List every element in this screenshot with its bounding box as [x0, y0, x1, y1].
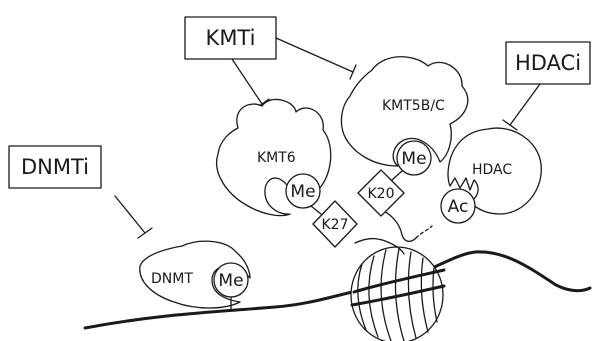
- hdac-enzyme: HDAC: [447, 127, 542, 215]
- ac-hdac-label: Ac: [448, 197, 469, 217]
- kmt5bc-label: KMT5B/C: [382, 98, 445, 114]
- dnmt-label: DNMT: [151, 271, 193, 287]
- k27-label: K27: [322, 217, 349, 233]
- me-dnmt-label: Me: [218, 271, 243, 291]
- kmt6-me-link: [310, 205, 322, 215]
- dnmt-enzyme: DNMT: [139, 240, 251, 309]
- nucleosome: [350, 246, 446, 341]
- kmti-to-kmt5-inhibition: [275, 37, 357, 80]
- kmt5-me-link: [391, 170, 403, 181]
- k20-residue: K20: [357, 169, 405, 217]
- dnmti-to-dnmt-inhibition: [114, 195, 153, 239]
- histone-tail-k27: [354, 237, 405, 255]
- kmti-label: KMTi: [206, 26, 256, 50]
- kmt6-label: KMT6: [257, 150, 296, 166]
- kmti-to-kmt6-inhibition: [231, 58, 270, 110]
- k27-residue: K27: [312, 200, 358, 248]
- me-mark-kmt5: Me: [396, 140, 432, 176]
- dnmti-label: DNMTi: [21, 155, 89, 179]
- kmti-box: KMTi: [184, 16, 277, 60]
- histone-tail-dotted: [415, 225, 433, 239]
- me-mark-kmt6: Me: [285, 173, 321, 209]
- kmt5bc-enzyme: KMT5B/C: [340, 56, 469, 167]
- dnmti-box: DNMTi: [8, 145, 102, 189]
- ac-mark-hdac: Ac: [440, 188, 476, 224]
- me-kmt5-label: Me: [401, 149, 426, 169]
- hdaci-box: HDACi: [505, 41, 591, 85]
- me-mark-dnmt: Me: [213, 262, 249, 298]
- histone-tail-k20: [377, 207, 417, 243]
- hdaci-to-hdac-inhibition: [502, 83, 541, 131]
- hdac-label: HDAC: [472, 162, 512, 178]
- k20-label: K20: [368, 186, 395, 202]
- me-kmt6-label: Me: [290, 182, 315, 202]
- hdaci-label: HDACi: [515, 51, 581, 75]
